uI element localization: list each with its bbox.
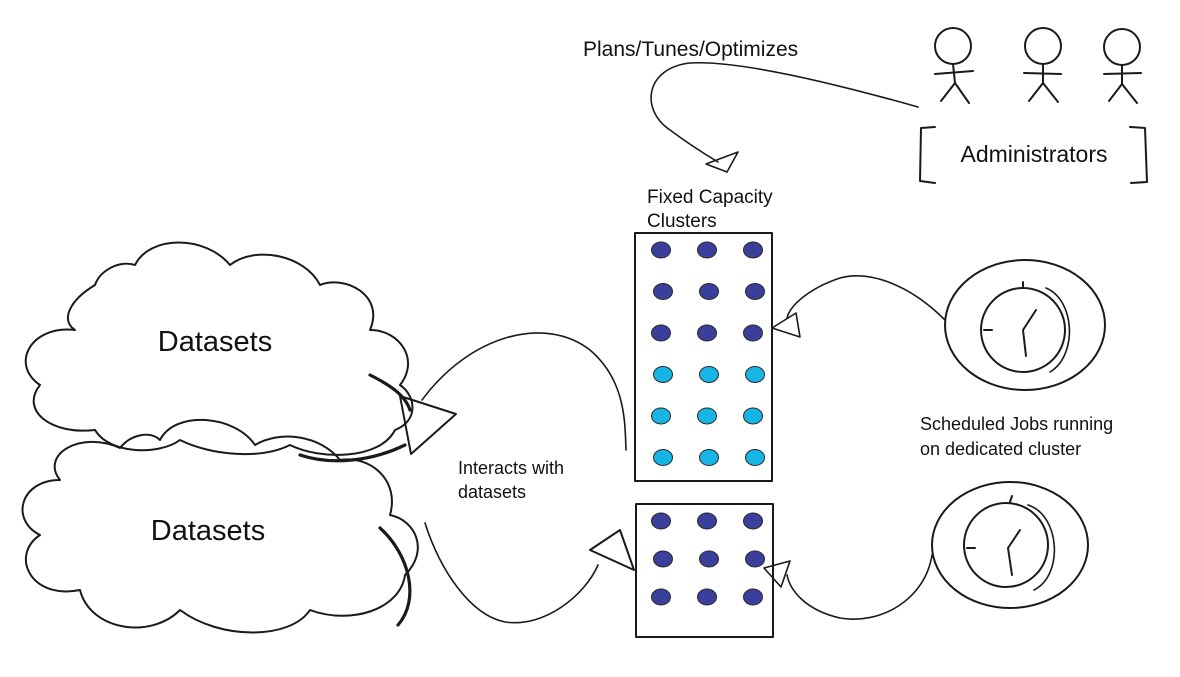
large-cluster-node xyxy=(743,324,763,342)
small-cluster-node xyxy=(651,588,671,606)
large-cluster-node xyxy=(653,449,673,466)
large-cluster-nodes xyxy=(651,241,765,466)
small-cluster-nodes xyxy=(651,512,765,606)
plans-label: Plans/Tunes/Optimizes xyxy=(583,38,798,61)
large-cluster-node xyxy=(699,283,719,300)
clock-icon-bottom xyxy=(931,481,1089,609)
scheduled-label-line2: on dedicated cluster xyxy=(920,439,1081,459)
datasets-cloud-bottom: Datasets xyxy=(21,419,419,634)
dataset-arrowhead-top xyxy=(399,395,457,455)
administrator-figure-3 xyxy=(1103,28,1142,104)
large-cluster-node xyxy=(653,283,673,300)
scheduled-label: Scheduled Jobs running xyxy=(920,414,1113,434)
clock-arrowhead-bottom xyxy=(763,560,791,588)
datasets-cloud-top: Datasets xyxy=(24,241,414,463)
interacts-label-line2: datasets xyxy=(458,482,526,502)
large-cluster-node xyxy=(651,324,671,342)
interacts-label: Interacts with xyxy=(458,458,564,478)
large-cluster-node xyxy=(745,366,765,383)
large-cluster-node xyxy=(651,407,671,425)
large-cluster-node xyxy=(699,366,719,383)
administrators-label: Administrators xyxy=(961,141,1108,167)
small-cluster-node xyxy=(699,550,719,568)
large-cluster-node xyxy=(653,366,673,383)
large-cluster-box xyxy=(634,232,773,482)
datasets-top-label: Datasets xyxy=(158,326,272,358)
datasets-bottom-label: Datasets xyxy=(151,515,265,547)
interaction-curve-top xyxy=(421,332,627,451)
interaction-curve-bottom xyxy=(424,522,599,624)
large-cluster-node xyxy=(697,407,717,425)
small-cluster-node xyxy=(651,512,671,530)
clock-arrow-bottom xyxy=(786,554,933,620)
clusters-label: Clusters xyxy=(647,211,717,232)
fixed-capacity-label: Fixed Capacity xyxy=(647,187,773,208)
large-cluster-node xyxy=(743,241,763,259)
small-cluster-box xyxy=(635,503,774,638)
plans-arrow-curve xyxy=(650,61,919,163)
large-cluster-node xyxy=(745,283,765,300)
small-cluster-node xyxy=(697,512,717,530)
small-cluster-node xyxy=(653,550,673,568)
large-cluster-node xyxy=(699,449,719,466)
administrator-figure-1 xyxy=(934,27,974,104)
clock-icon-top xyxy=(944,259,1106,391)
dataset-arrowhead-bottom xyxy=(589,529,635,571)
large-cluster-node xyxy=(697,241,717,259)
small-cluster-node xyxy=(743,512,763,530)
administrators-box: Administrators xyxy=(919,126,1148,184)
large-cluster-node xyxy=(697,324,717,342)
large-cluster-node xyxy=(651,241,671,259)
small-cluster-node xyxy=(745,550,765,568)
large-cluster-node xyxy=(743,407,763,425)
administrator-figure-2 xyxy=(1023,27,1062,103)
clock-arrow-top xyxy=(786,275,946,321)
clock-arrowhead-top xyxy=(771,312,801,338)
large-cluster-node xyxy=(745,449,765,466)
small-cluster-node xyxy=(697,588,717,606)
plans-arrowhead xyxy=(705,151,739,173)
small-cluster-node xyxy=(743,588,763,606)
